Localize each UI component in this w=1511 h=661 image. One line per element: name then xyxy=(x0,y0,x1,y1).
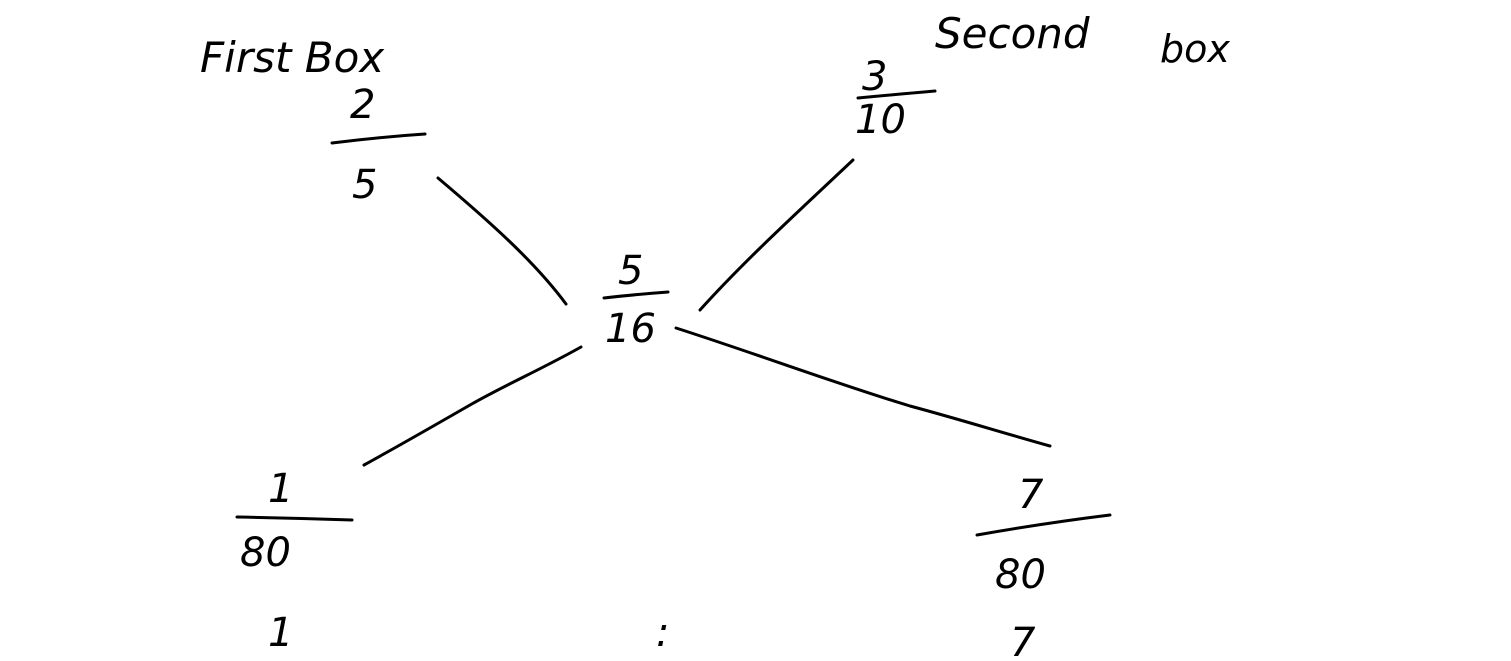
ratio-right: 7 xyxy=(1010,620,1036,661)
fraction-top-left-denominator: 5 xyxy=(352,162,377,208)
line-top-right-to-center xyxy=(698,158,855,312)
fraction-top-left: 2 5 xyxy=(330,82,427,208)
fraction-top-right-numerator: 3 xyxy=(862,54,887,100)
fraction-top-right-bar xyxy=(856,89,937,100)
fraction-bottom-left: 1 80 xyxy=(235,466,354,576)
fraction-bottom-left-denominator: 80 xyxy=(240,530,291,576)
fraction-bottom-left-bar xyxy=(235,515,354,522)
ratio-separator: : xyxy=(656,610,669,656)
fraction-top-left-numerator: 2 xyxy=(350,82,375,128)
line-center-to-bottom-left xyxy=(362,345,583,467)
second-label: Second xyxy=(935,9,1090,58)
fraction-top-right: 3 10 xyxy=(855,54,937,143)
line-top-left-to-center xyxy=(436,176,568,306)
fraction-bottom-right-bar xyxy=(975,513,1112,537)
first-box-label: First Box xyxy=(200,33,385,82)
fraction-bottom-left-numerator: 1 xyxy=(268,466,293,512)
fraction-center: 5 16 xyxy=(602,248,670,352)
fraction-center-denominator: 16 xyxy=(605,306,656,352)
fraction-bottom-right: 7 80 xyxy=(975,472,1112,598)
fraction-top-right-denominator: 10 xyxy=(855,97,906,143)
fraction-center-numerator: 5 xyxy=(618,248,643,294)
ratio-left: 1 xyxy=(268,610,293,656)
fraction-top-left-bar xyxy=(330,132,427,145)
fraction-bottom-right-numerator: 7 xyxy=(1018,472,1044,518)
fraction-center-bar xyxy=(602,290,670,300)
second-box-label: box xyxy=(1160,27,1230,71)
line-center-to-bottom-right xyxy=(674,326,1052,448)
fraction-bottom-right-denominator: 80 xyxy=(995,552,1046,598)
